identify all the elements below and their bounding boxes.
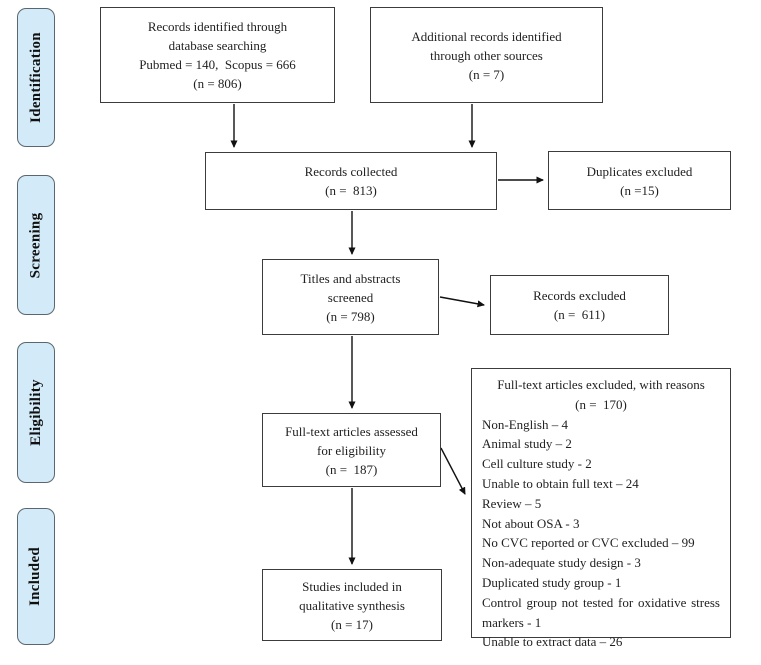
reason-item: Review – 5 [482,495,542,511]
box-records-collected: Records collected (n = 813) [205,152,497,210]
stage-included: Included [17,508,55,645]
box-line: (n = 7) [468,66,505,82]
reason-item: Cell culture study - 2 [482,456,592,472]
box-line: (n = 611) [553,307,606,322]
reason-item: Control group not tested for oxidative s… [482,594,720,630]
box-records-excluded: Records excluded (n = 611) [490,275,669,335]
box-duplicates-excluded: Duplicates excluded (n =15) [548,151,731,210]
arrow-screened-to-records-excluded [439,296,485,308]
box-line: (n = 17) [331,616,373,632]
box-line: Studies included in [302,578,402,594]
box-line: Records excluded [533,288,626,303]
box-line: Additional records identified [411,28,562,44]
stage-included-label: Included [27,546,44,607]
reason-item: Non-English – 4 [482,416,568,432]
box-line: Full-text articles assessed [285,423,418,439]
stage-identification-label: Identification [27,32,44,123]
box-line: qualitative synthesis [299,597,405,613]
reasons-count: (n = 170) [575,396,627,412]
box-line: for eligibility [317,442,386,458]
box-line: (n = 187) [325,461,378,477]
reason-item: Non-adequate study design - 3 [482,555,641,571]
box-line: (n =15) [620,182,659,198]
box-fulltext-excluded-reasons: Full-text articles excluded, with reason… [471,368,731,649]
box-line: (n = 813) [325,183,377,198]
box-fulltext-assessed: Full-text articles assessed for eligibil… [262,413,441,487]
reason-item: Animal study – 2 [482,436,572,452]
box-line: (n = 806) [193,76,242,91]
stage-identification: Identification [17,8,55,147]
reasons-heading: Full-text articles excluded, with reason… [497,377,705,392]
box-studies-included: Studies included in qualitative synthesi… [262,569,442,641]
reason-item: Not about OSA - 3 [482,515,580,531]
reason-item: Unable to obtain full text – 24 [482,475,639,491]
stage-eligibility: Eligibility [17,342,55,483]
box-line: (n = 798) [326,308,375,324]
box-line: Records identified through [147,19,288,34]
reason-item: No CVC reported or CVC excluded – 99 [482,535,695,551]
box-line: Duplicates excluded [586,163,693,179]
reason-item: Duplicated study group - 1 [482,574,622,590]
stage-eligibility-label: Eligibility [27,379,44,446]
box-records-identified: Records identified through database sear… [100,7,335,103]
box-titles-abstracts-screened: Titles and abstracts screened (n = 798) [262,259,439,335]
box-line: database searching [168,38,267,53]
box-line: screened [327,289,374,305]
stage-screening: Screening [17,175,55,315]
box-line: through other sources [430,47,543,63]
box-line: Records collected [304,164,398,179]
arrow-fulltext-to-reasons [440,447,466,495]
box-additional-records: Additional records identified through ot… [370,7,603,103]
box-line: Pubmed = 140, Scopus = 666 [139,57,296,72]
reason-item: Unable to extract data – 26 [482,634,623,650]
stage-screening-label: Screening [27,212,44,278]
box-line: Titles and abstracts [300,270,401,286]
